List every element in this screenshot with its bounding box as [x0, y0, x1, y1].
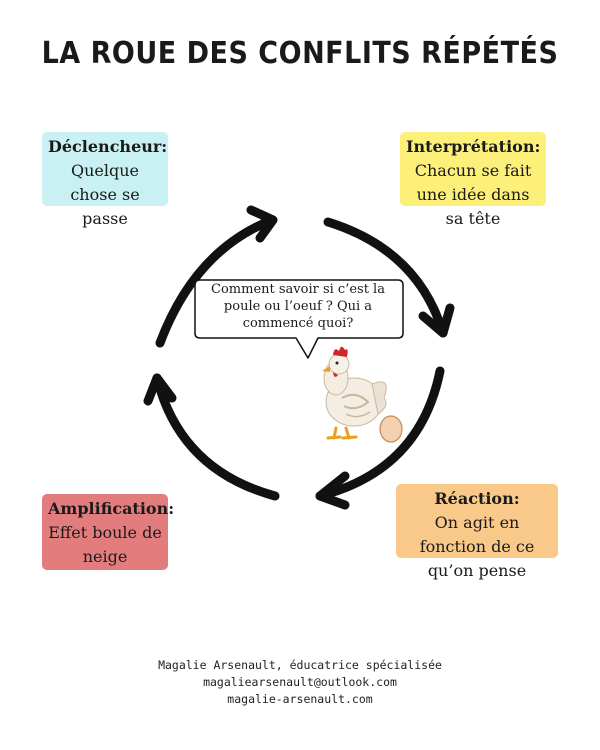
step-text: Effet boule de neige: [48, 523, 162, 566]
author-name: Magalie Arsenault, éducatrice spécialisé…: [158, 658, 442, 672]
step-declencheur: Déclencheur: Quelque chose se passe: [42, 132, 168, 228]
step-heading: Réaction:: [434, 489, 520, 508]
step-text: Quelque chose se passe: [70, 161, 140, 228]
arrow-icon: [143, 373, 280, 501]
arrow-icon: [155, 205, 278, 348]
chicken-icon: [322, 346, 387, 440]
step-interpretation: Interprétation: Chacun se fait une idée …: [400, 132, 546, 228]
step-text: On agit en fonction de ce qu’on pense: [419, 513, 535, 580]
speech-bubble: [194, 279, 404, 359]
step-reaction: Réaction: On agit en fonction de ce qu’o…: [396, 484, 558, 580]
step-heading: Déclencheur:: [48, 137, 168, 156]
step-amplification: Amplification: Effet boule de neige: [42, 494, 175, 570]
author-email[interactable]: magaliearsenault@outlook.com: [203, 675, 397, 689]
diagram-title: LA ROUE DES CONFLITS RÉPÉTÉS: [41, 36, 559, 71]
step-heading: Interprétation:: [406, 137, 541, 156]
step-text: Chacun se fait une idée dans sa tête: [414, 161, 532, 228]
step-heading: Amplification:: [48, 499, 175, 518]
arrow-icon: [315, 366, 445, 510]
speech-bubble-text: Comment savoir si c’est la poule ou l’oe…: [211, 282, 385, 331]
egg-icon: [379, 415, 403, 443]
author-website[interactable]: magalie-arsenault.com: [227, 692, 373, 706]
arrow-icon: [323, 217, 455, 338]
